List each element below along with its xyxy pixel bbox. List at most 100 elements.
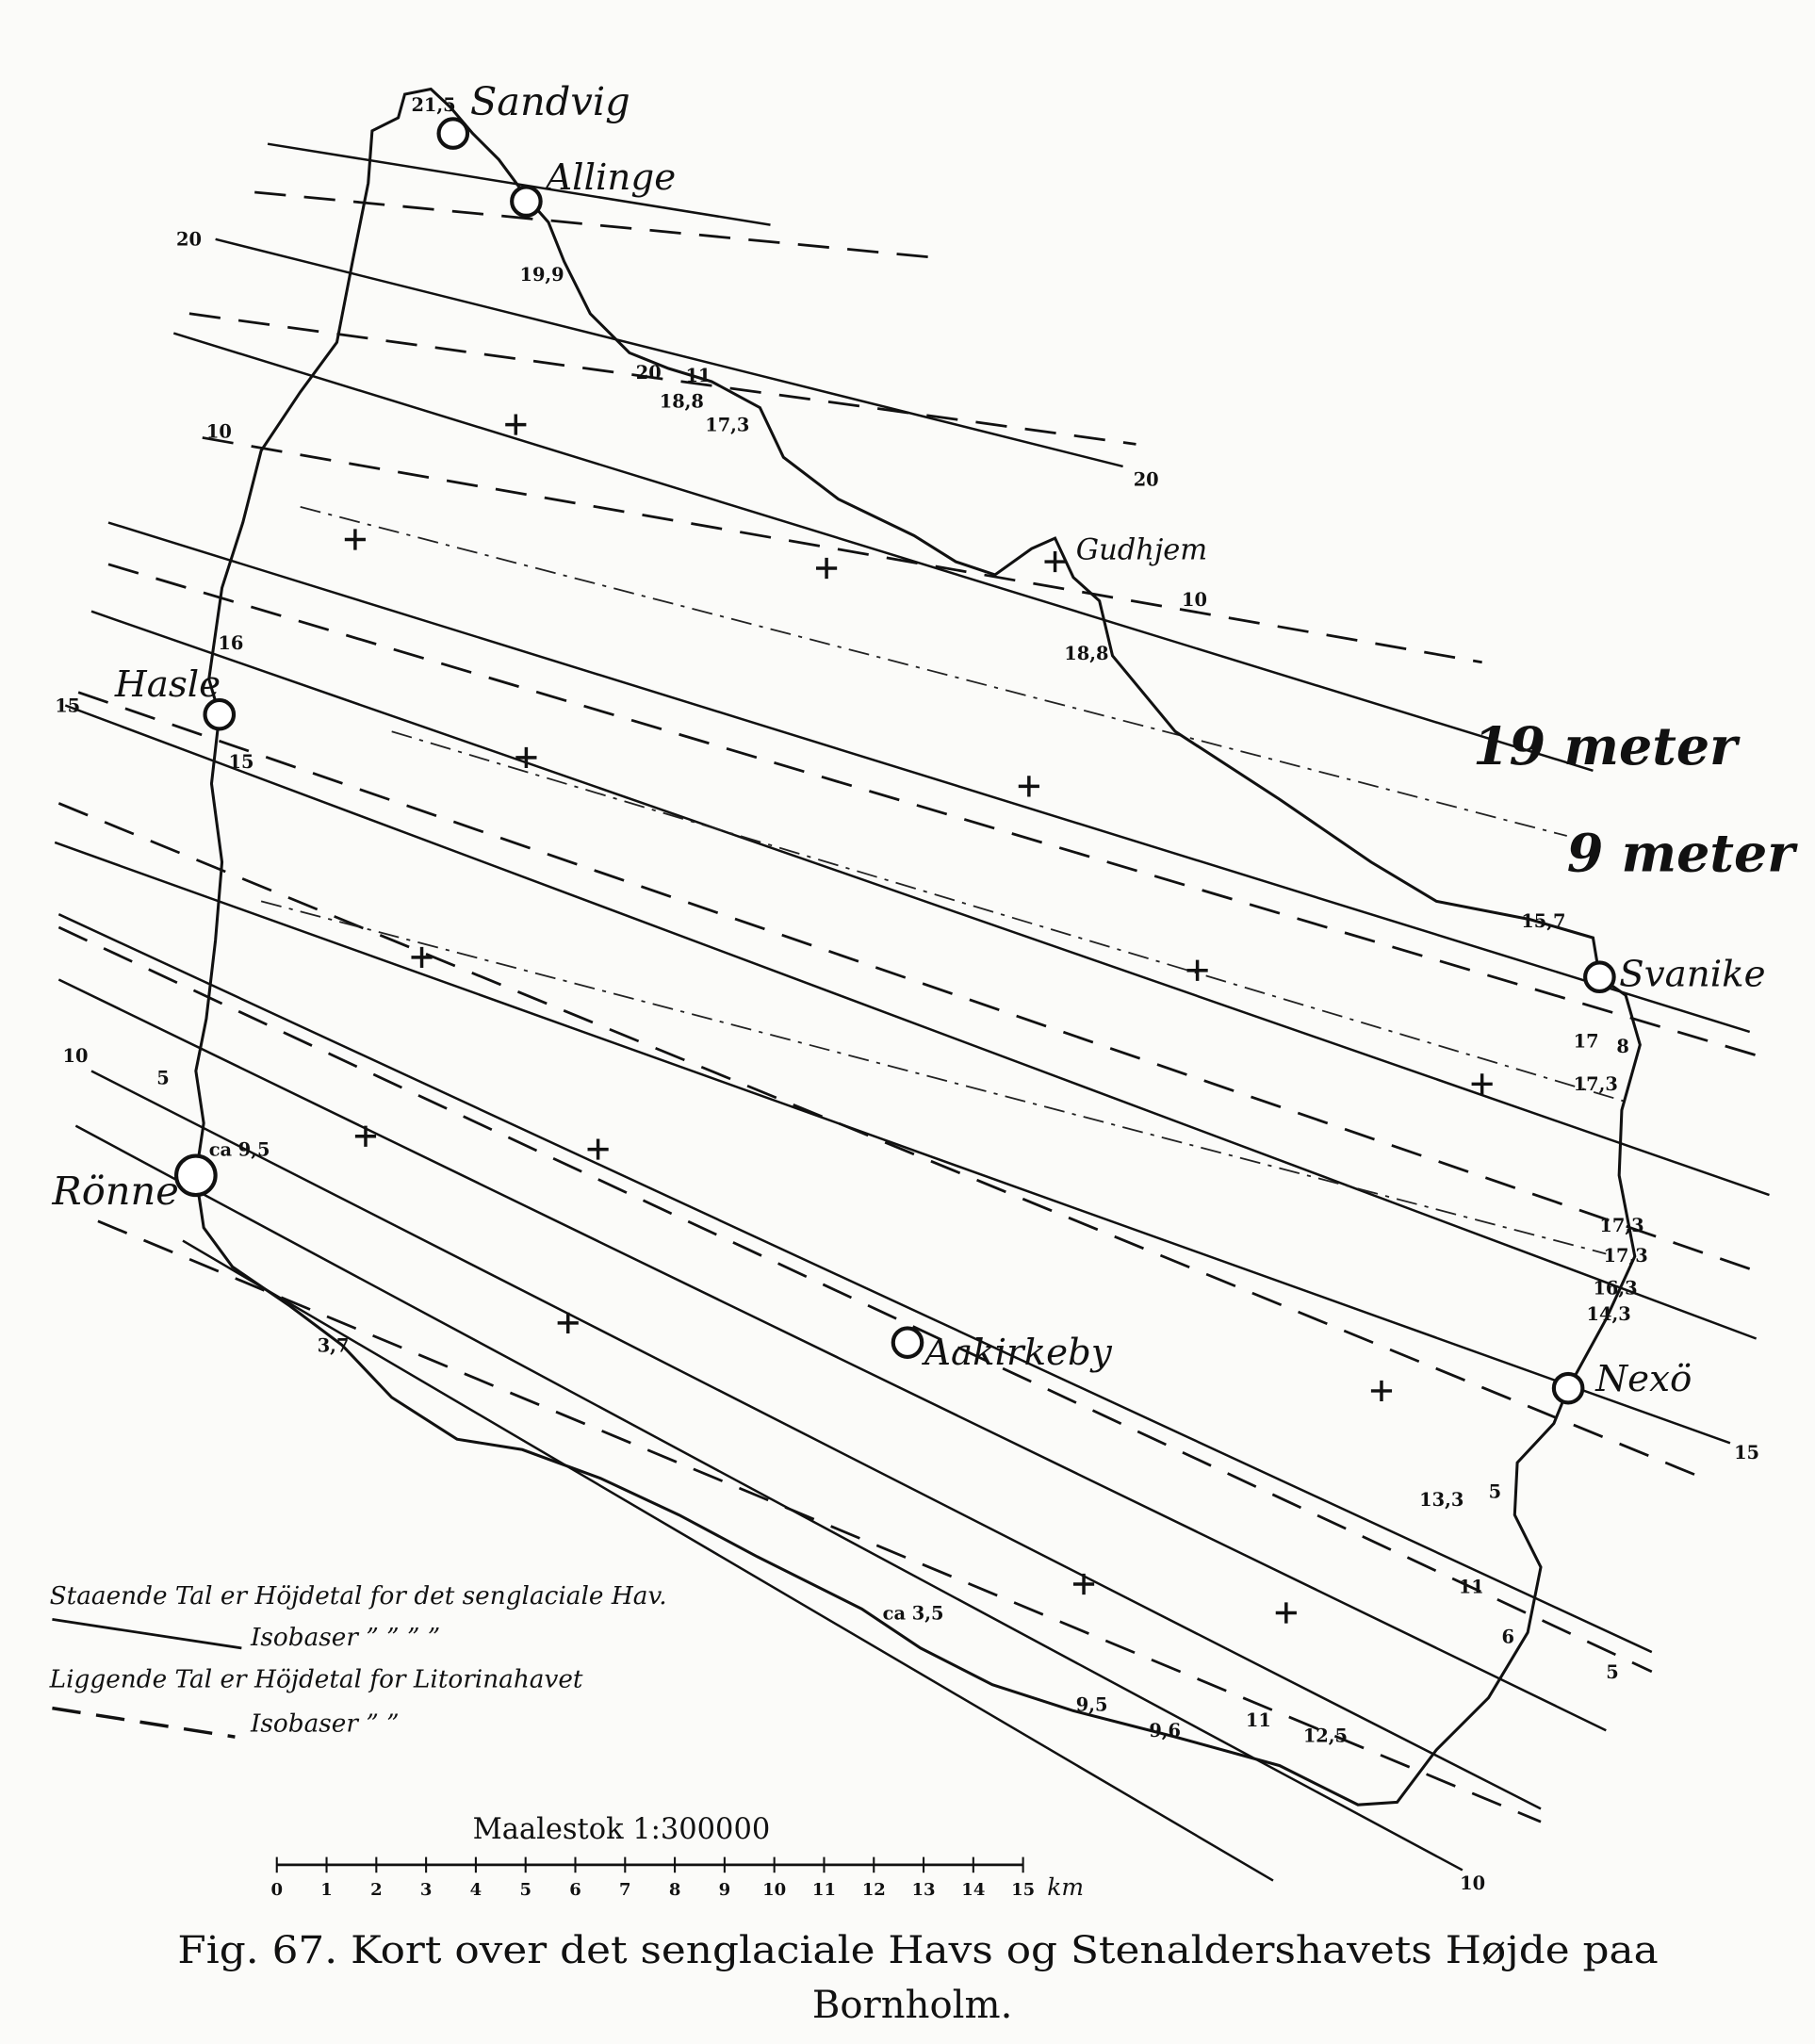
height-label: 17,3 [1604,1245,1648,1267]
height-label: 12,5 [1303,1725,1348,1747]
isobase-litorina [188,312,1136,446]
cross-mark [1370,1380,1393,1402]
scale-tick-label: 14 [961,1880,985,1900]
cross-mark [505,414,527,435]
height-label: 15,7 [1521,910,1565,932]
isobase-senglacial [182,1239,1274,1882]
isobase-label: 10 [206,420,232,442]
town-label: Gudhjem [1076,533,1207,566]
caption-line-2: Bornholm. [812,1984,1013,2027]
isobase-senglacial [64,704,1758,1340]
height-label: 3,7 [318,1334,350,1356]
town-label: Hasle [114,663,221,706]
scale-unit: km [1047,1873,1084,1901]
annotation-19-meter: 19 meter [1473,716,1741,777]
height-label: 8 [1616,1036,1628,1057]
scale-tick-label: 5 [519,1880,531,1900]
isobase-label: 10 [63,1045,89,1067]
isobase-senglacial [57,913,1653,1654]
cross-mark [1186,959,1208,981]
legend-line-4: Isobaser ” ” [250,1710,400,1739]
isobase-label: 15 [55,695,80,716]
legend: Staaende Tal er Höjdetal for det senglac… [49,1582,667,1739]
scale-tick-label: 7 [619,1880,631,1900]
isobase-lines [54,142,1770,1882]
isobase-label: 10 [1182,589,1207,611]
town-marker [1551,1371,1585,1405]
isobase-litorina [97,1219,1542,1823]
isobase-dash-dot [260,900,1607,1255]
isobase-senglacial [90,1070,1542,1810]
height-label: 11 [1246,1709,1271,1731]
height-label: 13,3 [1419,1489,1463,1511]
isobase-dash-dot [300,506,1567,837]
town-marker [1583,960,1616,994]
annotation-9-meter: 9 meter [1567,823,1799,884]
isobase-litorina [57,925,1653,1674]
cross-mark [515,746,537,768]
height-label: 9,6 [1149,1720,1181,1741]
height-label: 18,8 [660,391,704,413]
town-marker [891,1326,924,1359]
height-label: 21,5 [411,94,455,116]
isobase-senglacial [215,237,1123,468]
cross-mark [344,529,366,550]
height-label: 19,9 [519,264,564,286]
cross-mark [1044,550,1066,573]
cross-mark [354,1125,377,1147]
height-label: 18,8 [1064,643,1108,664]
isobase-dash-dot [391,730,1633,1104]
height-label: 17,3 [1574,1073,1618,1095]
scale-tick-label: 0 [270,1880,283,1900]
height-label: 20 [636,362,662,384]
town-label: Svanike [1619,953,1765,995]
height-label: 15 [228,751,253,773]
height-label: 17,3 [705,415,749,436]
scale-tick-label: 12 [862,1880,886,1900]
legend-line-3: Liggende Tal er Höjdetal for Litorinahav… [49,1665,583,1693]
height-label: ca 9,5 [209,1139,270,1161]
cross-mark [1072,1573,1095,1595]
coastline [194,87,1642,1807]
scale-tick-label: 13 [912,1880,936,1900]
legend-line-1: Staaende Tal er Höjdetal for det senglac… [50,1582,667,1611]
height-label: 11 [685,365,711,386]
isobase-senglacial [57,978,1607,1732]
cross-mark [1275,1602,1297,1624]
town-label: Aakirkeby [922,1332,1113,1374]
height-label: ca 3,5 [883,1602,944,1624]
isobase-label: 20 [176,229,202,251]
legend-line-2: Isobaser ” ” ” ” [250,1624,440,1652]
town-label: Allinge [543,156,676,199]
town-marker [436,117,470,150]
height-label: 16 [218,632,243,654]
scale-tick-label: 15 [1011,1880,1035,1900]
town-marker [203,697,237,731]
isobase-senglacial [90,610,1770,1197]
town-label: Nexö [1594,1358,1692,1400]
height-label: 17 [1574,1031,1599,1053]
scale-tick-label: 8 [669,1880,681,1900]
height-label: 14,3 [1587,1303,1631,1325]
town-marker [173,1153,218,1198]
cross-mark [411,946,433,968]
scale-tick-label: 2 [370,1880,383,1900]
scale-tick-label: 4 [470,1880,482,1900]
height-label: 6 [1501,1626,1513,1647]
scale-tick-label: 11 [812,1880,836,1900]
height-label: 17,3 [1599,1215,1643,1236]
isobase-label: 5 [1606,1661,1618,1683]
cross-mark [1471,1073,1493,1095]
scale-title: Maalestok 1:300000 [473,1813,771,1846]
height-label: 16,3 [1593,1277,1637,1299]
scale-tick-label: 10 [762,1880,786,1900]
scale-tick-label: 1 [320,1880,333,1900]
legend-solid-line [52,1618,242,1650]
isobase-senglacial [107,521,1751,1034]
town-label: Sandvig [470,78,630,124]
cross-mark [816,557,838,580]
